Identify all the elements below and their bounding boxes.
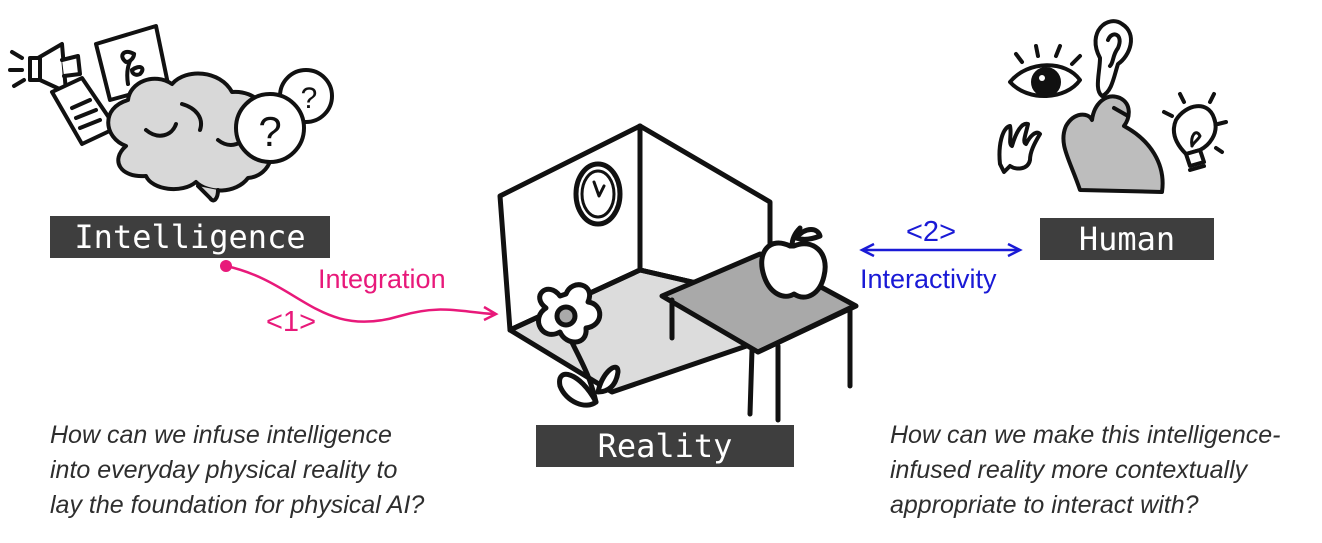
question-bubble-icon bbox=[234, 68, 334, 164]
interactivity-arrowhead-left bbox=[859, 242, 875, 258]
apple-icon bbox=[759, 225, 828, 300]
left-caption-line: How can we infuse intelligence bbox=[50, 421, 392, 449]
right-caption-line: How can we make this intelligence- bbox=[890, 421, 1281, 449]
right-caption-line: infused reality more contextually bbox=[890, 456, 1248, 484]
interactivity-connector bbox=[859, 242, 1023, 258]
person-icon bbox=[1061, 94, 1165, 194]
reality-illustration bbox=[497, 123, 859, 423]
intelligence-label: Intelligence bbox=[50, 216, 330, 258]
interactivity-number: <2> bbox=[906, 216, 956, 248]
integration-number: <1> bbox=[266, 306, 316, 338]
eye-icon bbox=[1008, 44, 1082, 98]
document-icon bbox=[50, 76, 118, 146]
hand-icon bbox=[997, 121, 1042, 174]
human-illustration bbox=[997, 19, 1228, 194]
right-caption-line: appropriate to interact with? bbox=[890, 491, 1199, 519]
human-label: Human bbox=[1040, 218, 1214, 260]
reality-label: Reality bbox=[536, 425, 794, 467]
flower-icon bbox=[536, 282, 621, 408]
right-caption: How can we make this intelligence- infus… bbox=[890, 418, 1280, 523]
question-mark-small: ? bbox=[301, 82, 318, 115]
clock-icon bbox=[573, 161, 623, 227]
question-mark-large: ? bbox=[258, 108, 281, 155]
interactivity-arrowhead-right bbox=[1007, 242, 1023, 258]
integration-arrow bbox=[225, 264, 495, 323]
integration-arrowhead bbox=[483, 305, 499, 322]
room-icon bbox=[497, 123, 773, 395]
lightbulb-icon bbox=[1162, 92, 1228, 172]
ear-icon bbox=[1093, 19, 1133, 98]
left-caption: How can we infuse intelligence into ever… bbox=[50, 418, 424, 523]
table-icon bbox=[659, 251, 859, 423]
integration-start-dot bbox=[220, 260, 232, 272]
integration-label: Integration bbox=[318, 264, 446, 294]
left-caption-line: into everyday physical reality to bbox=[50, 456, 398, 484]
brain-icon bbox=[106, 71, 274, 203]
interactivity-label: Interactivity bbox=[860, 264, 997, 294]
left-caption-line: lay the foundation for physical AI? bbox=[50, 491, 425, 519]
integration-connector bbox=[220, 260, 499, 323]
intelligence-illustration bbox=[8, 24, 334, 203]
